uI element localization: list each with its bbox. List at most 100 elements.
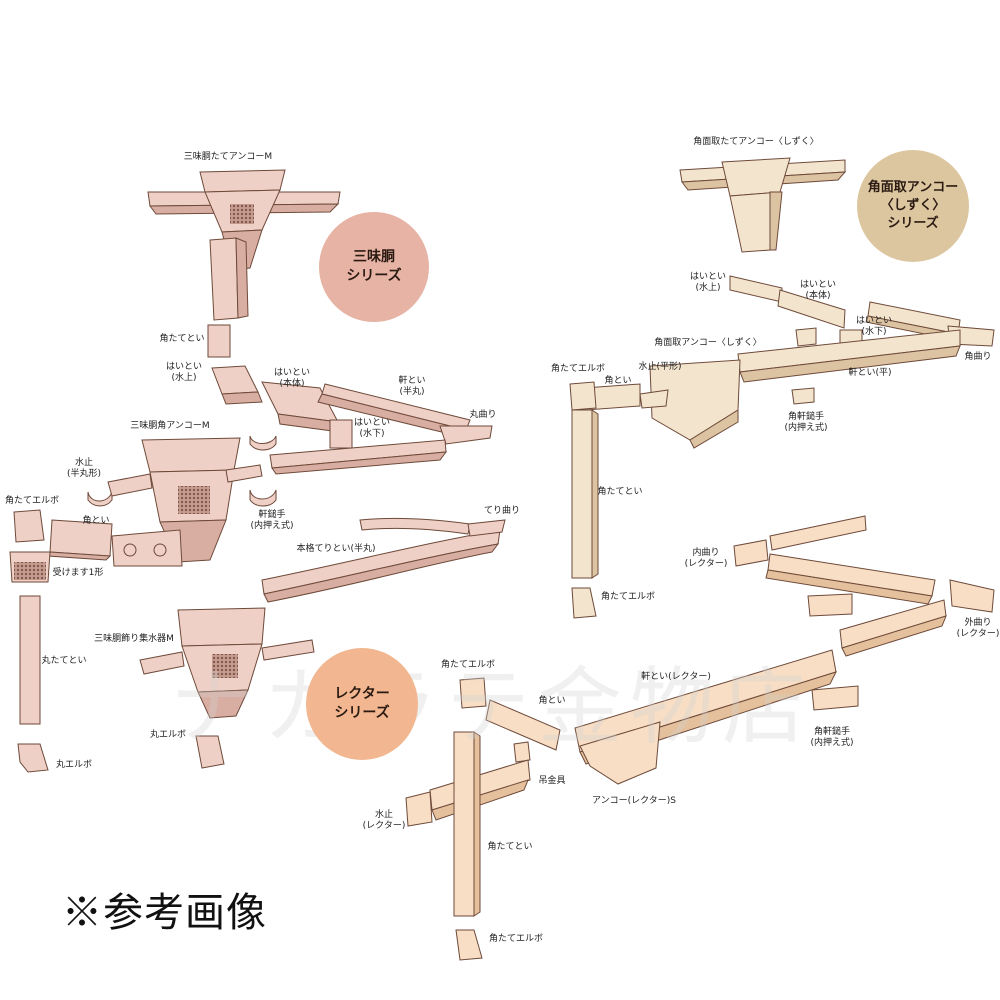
text-line: (半丸) [399, 387, 425, 397]
grille-top [230, 204, 254, 224]
rector-kakutate-elbow [459, 677, 487, 709]
text-line: はいとい [855, 316, 893, 326]
kakumen-kakutate-toi [571, 409, 593, 579]
text-line: 三味胴 [353, 249, 395, 265]
label-rector-anko-s: アンコー(レクター)S [592, 796, 676, 807]
text-line: 角たてエルボ [4, 496, 60, 506]
text-line: シリーズ [887, 216, 939, 231]
text-line: (内押え式) [810, 738, 854, 748]
label-shamido-nokikanate: 軒鎚手(内押え式) [250, 510, 293, 532]
text-line: 角曲り [964, 352, 992, 362]
kakumen-small-cap [795, 327, 817, 347]
label-rector-kakutate-toi: 角たてとい [487, 842, 532, 853]
label-shamido-maru-elbow: 丸エルボ [56, 760, 92, 771]
reference-image-note: ※参考画像 [62, 890, 267, 936]
rector-kakunoki-kanate [811, 685, 859, 711]
mizudome-cap [249, 435, 277, 451]
rector-upper-gutter-a [769, 515, 867, 551]
text-line: 内曲り [692, 548, 720, 558]
kakumen-series-parts [569, 157, 995, 619]
text-line: (レクター) [362, 821, 406, 831]
label-shamido-kakutate-elbow: 角たてエルボ [5, 496, 59, 507]
text-line: 角たてエルボ [600, 592, 656, 602]
text-line: 外曲り [964, 618, 992, 628]
rector-uchimagari [733, 539, 769, 567]
text-line: (内押え式) [250, 521, 294, 531]
label-shamido-terimagari: てり曲り [484, 506, 520, 517]
text-line: 角面取アンコー [867, 180, 959, 195]
text-line: 角面取たてアンコー〈しずく〉 [693, 137, 819, 147]
marumagari-part [439, 425, 493, 445]
text-line: 角面取アンコー〈しずく〉 [654, 338, 762, 348]
label-shamido-kaku-anko-m: 三味胴角アンコーM [130, 421, 209, 432]
kakumen-mizudome [639, 389, 669, 409]
scroll-decor [111, 529, 183, 567]
text-line: 本格てりとい(半丸) [296, 544, 376, 554]
kakumen-kakunoki-kanate [791, 387, 815, 405]
text-line: 角たてとい [487, 842, 533, 852]
shamido-kaku-anko [141, 437, 241, 473]
text-line: 角たてエルボ [488, 934, 544, 944]
badge-rector-series: レクターシリーズ [306, 648, 418, 760]
text-line: はいとい [165, 362, 203, 372]
rector-anko-s [579, 721, 661, 785]
label-shamido-haitoi-hontai: はいとい(本体) [274, 368, 310, 390]
label-rector-tsurikanagu: 吊金具 [538, 776, 565, 787]
text-line: (本体) [805, 291, 831, 301]
text-line: 角たてとい [159, 334, 205, 344]
text-line: 水止(平形) [638, 362, 682, 372]
haitoi-mizuue-part [211, 365, 259, 395]
text-line: 三味胴角アンコーM [130, 421, 210, 431]
label-shamido-haitoi-mizuue: はいとい(水上) [166, 362, 202, 384]
text-line: (水下) [359, 429, 385, 439]
label-shamido-kakutoi: 角とい [82, 516, 109, 527]
text-line: (水下) [861, 327, 887, 337]
label-shamido-marumagari: 丸曲り [469, 410, 496, 421]
text-line: 角軒鎚手 [787, 412, 824, 422]
label-kakumen-haitoi-mizushita: はいとい(水下) [856, 316, 892, 338]
label-kakumen-anko: 角面取アンコー〈しずく〉 [654, 338, 761, 349]
label-rector-nokitoi: 軒とい(レクター) [641, 672, 711, 683]
text-line: 角とい [604, 376, 632, 386]
label-shamido-kakutate-toi: 角たてとい [159, 334, 204, 345]
label-shamido-uke-masu: 受けます1形 [53, 568, 104, 579]
kakutate-elbow-shamido [13, 509, 45, 543]
label-kakumen-mizudome: 水止(平形) [638, 362, 681, 373]
rector-mizudome [405, 791, 433, 827]
text-line: 角たてとい [597, 487, 643, 497]
text-line: てり曲り [483, 506, 521, 516]
text-line: 軒とい(レクター) [641, 672, 711, 682]
kakumen-kakutate-elbow [569, 381, 597, 411]
text-line: (水上) [171, 373, 197, 383]
shamido-top-downspout [209, 237, 239, 321]
text-line: 水止 [374, 810, 394, 820]
label-shamido-honkaku-teritoi: 本格てりとい(半丸) [296, 544, 375, 555]
text-line: (レクター) [956, 629, 1000, 639]
label-kakumen-tate-anko: 角面取たてアンコー〈しずく〉 [693, 137, 818, 148]
honkaku-teritoi-upper [359, 517, 471, 535]
maru-elbow-mid [195, 735, 225, 769]
label-kakumen-kakumagari: 角曲り [964, 352, 991, 363]
marutate-toi-pipe [19, 595, 41, 725]
text-line: 角軒鎚手 [813, 727, 850, 737]
label-kakumen-kakutate-toi: 角たてとい [597, 487, 642, 498]
label-shamido-kazari-shusuiki: 三味胴飾り集水器M [94, 634, 174, 645]
text-line: 三味胴飾り集水器M [94, 634, 174, 644]
text-line: はいとい [353, 418, 391, 428]
label-kakumen-kakutoi: 角とい [604, 376, 631, 387]
text-line: はいとい [689, 272, 727, 282]
text-line: 吊金具 [538, 776, 566, 786]
grille-mid [178, 486, 210, 514]
text-line: (本体) [279, 379, 305, 389]
text-line: シリーズ [334, 705, 390, 721]
haitoi-mizushita-part [329, 419, 353, 449]
kakumen-haitoi-hontai [777, 289, 846, 329]
terimagari-part [467, 519, 506, 537]
label-kakumen-kakutate-elbow: 角たてエルボ [551, 364, 605, 375]
text-line: 角とい [82, 516, 110, 526]
text-line: レクター [334, 686, 390, 702]
label-rector-kakutoi: 角とい [538, 696, 565, 707]
label-shamido-anko-m: 三味胴たてアンコーM [184, 152, 272, 163]
